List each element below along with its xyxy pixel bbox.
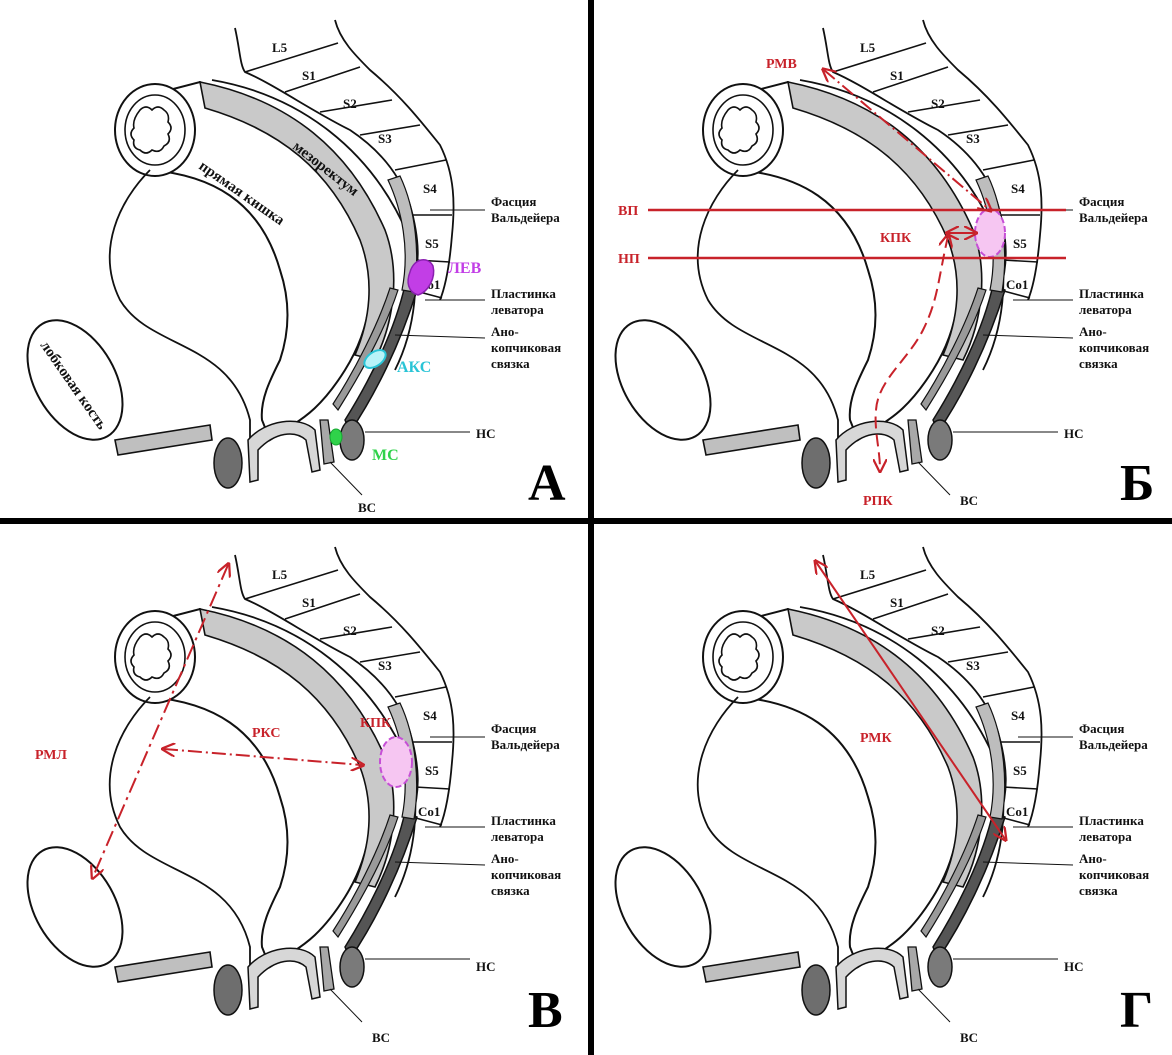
ligament-label-line3: связка xyxy=(1079,356,1118,371)
ligament-label-line3: связка xyxy=(1079,883,1118,898)
label-s2: S2 xyxy=(931,623,945,638)
vs-label: ВС xyxy=(358,500,376,515)
label-s3: S3 xyxy=(966,658,980,673)
panel-letter-a: А xyxy=(528,455,566,512)
plate-label-line2: леватора xyxy=(491,829,544,844)
label-ms: МС xyxy=(372,447,399,464)
label-s5: S5 xyxy=(1013,763,1027,778)
plate-label-line1: Пластинка xyxy=(1079,813,1144,828)
fascia-label-line2: Вальдейера xyxy=(1079,210,1148,225)
label-s2: S2 xyxy=(343,96,357,111)
ligament-label-line1: Ано- xyxy=(1079,324,1107,339)
fascia-label-line2: Вальдейера xyxy=(1079,737,1148,752)
label-l5: L5 xyxy=(860,567,876,582)
label-kpk: КПК xyxy=(880,231,912,246)
panel-letter-v: В xyxy=(528,982,563,1039)
label-vp: ВП xyxy=(618,204,638,219)
label-lev: ЛЕВ xyxy=(448,260,482,277)
label-co1: Co1 xyxy=(1006,277,1028,292)
label-co1: Co1 xyxy=(418,804,440,819)
ligament-label-line1: Ано- xyxy=(491,324,519,339)
vs-label: ВС xyxy=(960,1030,978,1045)
panel-letter-g: Г xyxy=(1120,982,1153,1039)
divider-vertical xyxy=(588,0,594,1055)
label-s4: S4 xyxy=(423,708,437,723)
label-s2: S2 xyxy=(343,623,357,638)
fascia-label-line1: Фасция xyxy=(491,721,536,736)
kpk-region xyxy=(380,737,412,787)
hs-label: НС xyxy=(1064,426,1084,441)
panel-letter-b: Б xyxy=(1120,455,1154,512)
label-s5: S5 xyxy=(1013,236,1027,251)
plate-label-line1: Пластинка xyxy=(1079,286,1144,301)
label-rpk: РПК xyxy=(863,494,893,509)
label-s4: S4 xyxy=(1011,181,1025,196)
plate-label-line1: Пластинка xyxy=(491,813,556,828)
label-s3: S3 xyxy=(378,658,392,673)
label-s5: S5 xyxy=(425,236,439,251)
label-co1: Co1 xyxy=(1006,804,1028,819)
hs-label: НС xyxy=(476,959,496,974)
label-rml: РМЛ xyxy=(35,748,67,763)
label-aks: АКС xyxy=(397,359,431,376)
ligament-label-line1: Ано- xyxy=(1079,851,1107,866)
ligament-label-line2: копчиковая xyxy=(1079,340,1149,355)
plate-label-line2: леватора xyxy=(1079,302,1132,317)
fascia-label-line1: Фасция xyxy=(1079,721,1124,736)
label-s4: S4 xyxy=(1011,708,1025,723)
label-s3: S3 xyxy=(378,131,392,146)
label-s1: S1 xyxy=(890,595,904,610)
hs-label: НС xyxy=(1064,959,1084,974)
vs-label: ВС xyxy=(960,493,978,508)
label-s1: S1 xyxy=(302,68,316,83)
plate-label-line1: Пластинка xyxy=(491,286,556,301)
label-kpk: КПК xyxy=(360,716,392,731)
panel-g: L5 S1 S2 S3 S4 S5 Co1 РМК Фасция Вальдей… xyxy=(596,547,1153,1045)
ms-region xyxy=(330,429,342,445)
ligament-label-line3: связка xyxy=(491,883,530,898)
label-np: НП xyxy=(618,252,640,267)
divider-horizontal xyxy=(0,518,1172,524)
label-l5: L5 xyxy=(272,40,288,55)
label-s1: S1 xyxy=(890,68,904,83)
ligament-label-line2: копчиковая xyxy=(1079,867,1149,882)
hs-label: НС xyxy=(476,426,496,441)
label-s1: S1 xyxy=(302,595,316,610)
plate-label-line2: леватора xyxy=(491,302,544,317)
fascia-label-line1: Фасция xyxy=(1079,194,1124,209)
kpk-region xyxy=(975,209,1005,257)
ligament-label-line2: копчиковая xyxy=(491,340,561,355)
panel-v: L5 S1 S2 S3 S4 S5 Co1 КПК РМЛ РКС Фасция… xyxy=(8,547,563,1045)
ligament-label-line3: связка xyxy=(491,356,530,371)
fascia-label-line2: Вальдейера xyxy=(491,737,560,752)
panel-a: L5 S1 S2 S3 S4 S5 Co1 прямая кишка мезор… xyxy=(8,20,566,515)
fascia-label-line2: Вальдейера xyxy=(491,210,560,225)
ligament-label-line1: Ано- xyxy=(491,851,519,866)
label-s4: S4 xyxy=(423,181,437,196)
fascia-label-line1: Фасция xyxy=(491,194,536,209)
label-l5: L5 xyxy=(272,567,288,582)
ligament-label-line2: копчиковая xyxy=(491,867,561,882)
vs-label: ВС xyxy=(372,1030,390,1045)
label-s2: S2 xyxy=(931,96,945,111)
label-s3: S3 xyxy=(966,131,980,146)
label-rks: РКС xyxy=(252,726,280,741)
label-rmk: РМК xyxy=(860,731,892,746)
label-rmv: РМВ xyxy=(766,57,797,72)
label-l5: L5 xyxy=(860,40,876,55)
panel-b: L5 S1 S2 S3 S4 S5 Co1 ВП НП РМВ КПК РПК … xyxy=(596,20,1155,512)
label-s5: S5 xyxy=(425,763,439,778)
plate-label-line2: леватора xyxy=(1079,829,1132,844)
